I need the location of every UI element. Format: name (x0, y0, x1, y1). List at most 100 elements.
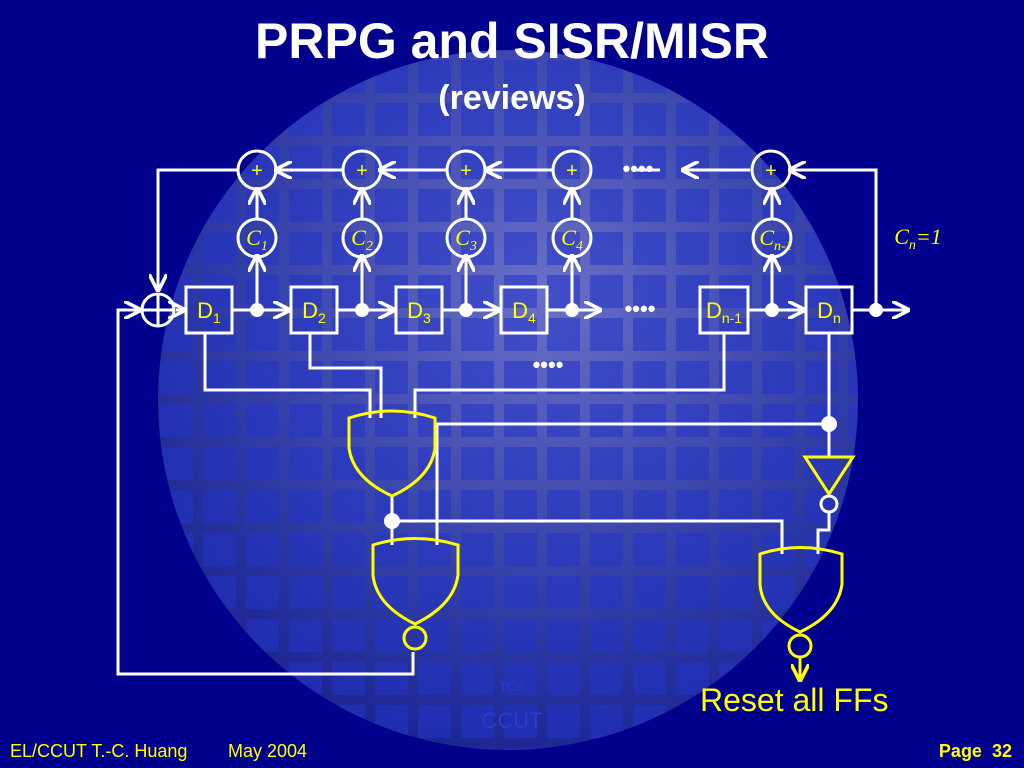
wafer-die (676, 619, 709, 652)
wafer-die (418, 232, 451, 265)
wafer-die (547, 275, 580, 308)
wafer-die (461, 318, 494, 351)
wafer-die (246, 533, 279, 566)
wafer-die (547, 533, 580, 566)
wafer-die (461, 490, 494, 523)
wafer-die (762, 447, 795, 480)
coefficient-circle (236, 217, 278, 259)
adder-symbol: + (765, 160, 777, 182)
wafer-die (633, 533, 666, 566)
junction-dot (869, 303, 883, 317)
wafer-die (504, 748, 537, 750)
wafer-die (547, 619, 580, 652)
wafer-die (504, 576, 537, 609)
wafer-die (676, 404, 709, 437)
wafer-die (590, 619, 623, 652)
wafer-die (676, 447, 709, 480)
wafer-die (719, 619, 752, 652)
xor-input-icon (140, 292, 176, 328)
wafer-die (633, 232, 666, 265)
wafer-die (160, 361, 193, 394)
adder-circle (750, 149, 792, 191)
wafer-die (633, 662, 666, 695)
flip-flop-box (698, 285, 750, 335)
wafer-die (547, 490, 580, 523)
wafer-die (547, 705, 580, 738)
wafer-die (461, 447, 494, 480)
flip-flop-box (804, 285, 854, 335)
wafer-die (547, 60, 580, 93)
wafer-die (547, 103, 580, 136)
wafer-die (762, 490, 795, 523)
wafer-die (461, 705, 494, 738)
flip-flop-label-2: D2 (302, 298, 326, 326)
flip-flop-label-4: D4 (512, 298, 536, 326)
wafer-die (633, 447, 666, 480)
wafer-die (848, 361, 858, 394)
wafer-die (590, 318, 623, 351)
junction-dot (250, 303, 264, 317)
adder-symbol: + (460, 160, 472, 182)
slide-title: PRPG and SISR/MISR (255, 13, 769, 69)
wafer-die (461, 662, 494, 695)
wafer-die (461, 619, 494, 652)
wafer-die (289, 490, 322, 523)
coefficient-label-n: Cn=1 (894, 224, 942, 253)
wafer-die (375, 103, 408, 136)
inverter-bubble-icon (819, 494, 839, 514)
footer-date: May 2004 (228, 741, 308, 761)
ellipsis-bottom: •••• (533, 352, 564, 377)
wafer-die (289, 533, 322, 566)
flip-flop-box (499, 285, 549, 335)
wafer-die (461, 404, 494, 437)
wafer-die (504, 662, 537, 695)
coefficient-label-1: C1 (246, 225, 268, 254)
junction-dot (355, 303, 369, 317)
wafer-die (246, 490, 279, 523)
wafer-die (461, 60, 494, 93)
wafer-die (461, 533, 494, 566)
wafer-die (375, 189, 408, 222)
wafer-die (289, 275, 322, 308)
wafer-die (461, 103, 494, 136)
coefficient-circle (445, 217, 487, 259)
coefficient-circle (551, 217, 593, 259)
junction-dot (384, 513, 400, 529)
wafer-die (633, 103, 666, 136)
flip-flop-box (394, 285, 444, 335)
inverter-gate-icon (802, 455, 856, 497)
flip-flop-label-1: D1 (197, 298, 221, 326)
wafer-die (375, 619, 408, 652)
watermark-large: CCUT (481, 708, 543, 733)
wafer-die (203, 447, 236, 480)
wire-right-feedback (790, 170, 878, 310)
adder-symbol: + (566, 160, 578, 182)
wafer-die (590, 447, 623, 480)
wafer-die (676, 232, 709, 265)
wafer-die (504, 404, 537, 437)
wafer-die (332, 576, 365, 609)
wafer-die (633, 576, 666, 609)
wafer-die (504, 60, 537, 93)
adder-circle (551, 149, 593, 191)
wafer-die (805, 361, 838, 394)
flip-flop-box (184, 285, 234, 335)
coefficient-label-4: C4 (561, 225, 583, 254)
coefficient-circle (751, 217, 793, 259)
wafer-die (504, 533, 537, 566)
wafer-die (418, 705, 451, 738)
adder-symbol: + (251, 160, 263, 182)
junction-dot (459, 303, 473, 317)
footer-page-number: 32 (991, 741, 1012, 761)
wafer-die (332, 533, 365, 566)
wafer-die (504, 232, 537, 265)
junction-dot (765, 303, 779, 317)
ellipsis-top: •••• (623, 156, 654, 181)
wafer-die (504, 189, 537, 222)
adder-circle (341, 149, 383, 191)
wafer-die (504, 103, 537, 136)
footer-page-label: Page (938, 741, 982, 761)
wafer-die (547, 404, 580, 437)
wafer-die (332, 619, 365, 652)
